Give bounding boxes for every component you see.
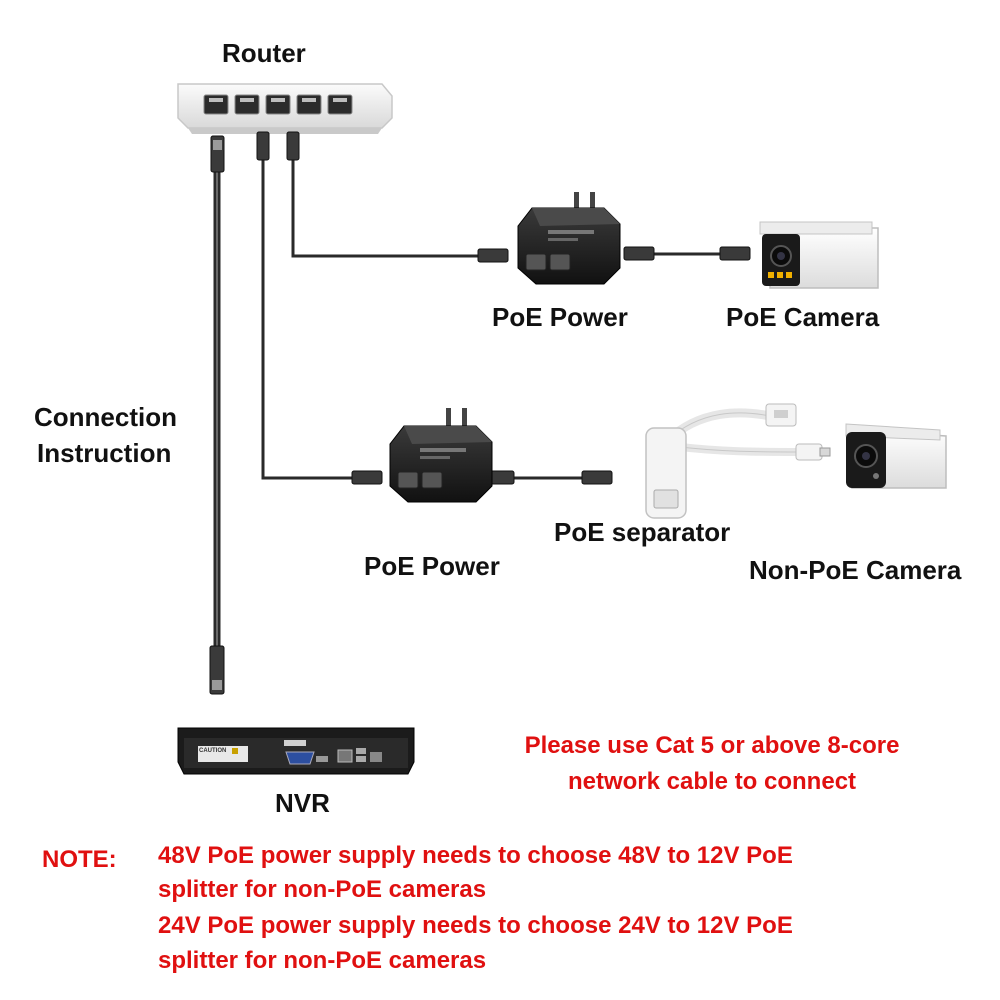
poe-separator-device — [645, 403, 831, 519]
note-line-1: 48V PoE power supply needs to choose 48V… — [158, 842, 793, 869]
nvr-caution-sticker: CAUTION — [199, 748, 227, 754]
router-device — [177, 83, 393, 134]
poe-power-label-top: PoE Power — [492, 302, 628, 332]
poe-power-adapter-bottom — [389, 408, 493, 503]
connection-instruction-line1: Connection — [34, 402, 177, 432]
poe-power-label-bottom: PoE Power — [364, 551, 500, 581]
poe-camera-device — [759, 221, 879, 289]
nvr-label: NVR — [275, 788, 330, 818]
router-label: Router — [222, 38, 306, 68]
cable-note-line2: network cable to connect — [567, 768, 857, 795]
network-cables — [213, 156, 726, 652]
note-label: NOTE: — [42, 846, 117, 873]
note-line-4: splitter for non-PoE cameras — [158, 947, 487, 974]
cable-note-line1: Please use Cat 5 or above 8-core — [524, 732, 900, 759]
rj45-connectors — [209, 131, 751, 695]
poe-separator-label: PoE separator — [554, 517, 731, 547]
router-ports — [203, 94, 353, 115]
poe-camera-label: PoE Camera — [726, 302, 880, 332]
non-poe-camera-device — [845, 423, 947, 489]
connection-instruction-line2: Instruction — [37, 438, 172, 468]
nvr-device — [177, 727, 415, 775]
non-poe-camera-label: Non-PoE Camera — [749, 555, 962, 585]
note-line-2: splitter for non-PoE cameras — [158, 876, 487, 903]
poe-power-adapter-top — [517, 192, 621, 285]
note-line-3: 24V PoE power supply needs to choose 24V… — [158, 912, 793, 939]
